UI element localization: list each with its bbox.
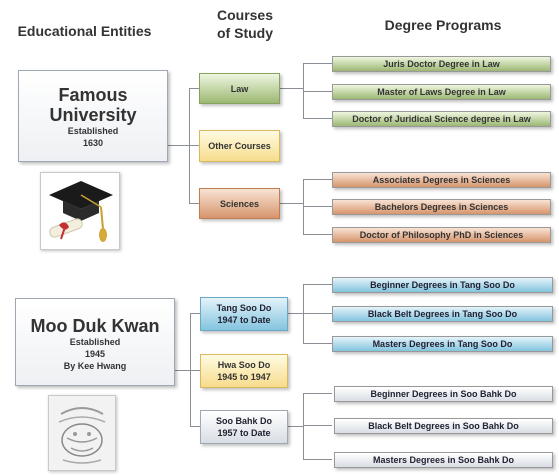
connector: [190, 313, 200, 314]
connector: [303, 459, 332, 460]
connector: [189, 145, 199, 146]
course-hwa-soo-do[interactable]: Hwa Soo Do 1945 to 1947: [200, 354, 288, 388]
course-label-line2: 1957 to Date: [217, 428, 271, 438]
entity-established-label: Established: [67, 126, 119, 136]
connector: [303, 393, 304, 459]
degree-bachelors-sciences[interactable]: Bachelors Degrees in Sciences: [332, 199, 551, 215]
entity-established-year: 1945: [84, 349, 106, 359]
connector: [303, 234, 332, 235]
connector: [303, 63, 332, 64]
connector: [303, 63, 304, 118]
connector: [303, 393, 332, 394]
course-label-line1: Tang Soo Do: [216, 303, 272, 313]
course-other-courses[interactable]: Other Courses: [199, 130, 280, 162]
degree-black-belt-soo-bahk-do[interactable]: Black Belt Degrees in Soo Bahk Do: [334, 418, 553, 434]
connector: [190, 370, 200, 371]
connector: [303, 425, 332, 426]
connector: [303, 343, 332, 344]
entity-famous-university[interactable]: Famous University Established 1630: [18, 70, 168, 162]
entity-name-line1: Famous: [58, 85, 128, 105]
entity-founder: By Kee Hwang: [63, 361, 127, 371]
connector: [190, 426, 200, 427]
header-courses-of-study: Courses of Study: [205, 6, 285, 42]
entity-name-line2: University: [49, 105, 137, 125]
connector: [303, 284, 332, 285]
degree-associates-sciences[interactable]: Associates Degrees in Sciences: [332, 172, 551, 188]
header-educational-entities: Educational Entities: [17, 23, 152, 39]
degree-black-belt-tang-soo-do[interactable]: Black Belt Degrees in Tang Soo Do: [332, 306, 553, 322]
connector: [189, 203, 199, 204]
degree-masters-tang-soo-do[interactable]: Masters Degrees in Tang Soo Do: [332, 336, 553, 352]
course-label: Other Courses: [208, 141, 271, 151]
connector: [287, 313, 303, 314]
connector: [303, 313, 332, 314]
course-label-line2: 1947 to Date: [217, 315, 271, 325]
course-label-line1: Soo Bahk Do: [215, 416, 272, 426]
course-label-line2: 1945 to 1947: [217, 372, 271, 382]
connector: [287, 426, 303, 427]
course-sciences[interactable]: Sciences: [199, 188, 280, 219]
connector: [174, 370, 190, 371]
connector: [279, 88, 303, 89]
connector: [303, 91, 332, 92]
moo-duk-kwan-emblem-icon: [48, 395, 116, 471]
header-courses-line1: Courses: [216, 7, 274, 23]
header-courses-line2: of Study: [217, 25, 273, 41]
degree-phd-sciences[interactable]: Doctor of Philosophy PhD in Sciences: [332, 227, 551, 243]
header-degree-programs: Degree Programs: [384, 17, 502, 33]
degree-master-of-laws[interactable]: Master of Laws Degree in Law: [332, 84, 551, 100]
course-label-line1: Hwa Soo Do: [217, 360, 271, 370]
connector: [303, 118, 332, 119]
degree-beginner-soo-bahk-do[interactable]: Beginner Degrees in Soo Bahk Do: [334, 386, 553, 402]
entity-established-year: 1630: [82, 138, 104, 148]
degree-juris-doctor-law[interactable]: Juris Doctor Degree in Law: [332, 56, 551, 72]
degree-doctor-juridical-science[interactable]: Doctor of Juridical Science degree in La…: [332, 111, 551, 127]
graduation-cap-diploma-icon: [40, 172, 120, 250]
connector: [189, 88, 199, 89]
degree-masters-soo-bahk-do[interactable]: Masters Degrees in Soo Bahk Do: [334, 452, 553, 468]
entity-name: Moo Duk Kwan: [30, 316, 160, 336]
entity-established-label: Established: [69, 337, 121, 347]
entity-moo-duk-kwan[interactable]: Moo Duk Kwan Established 1945 By Kee Hwa…: [15, 298, 175, 386]
course-soo-bahk-do[interactable]: Soo Bahk Do 1957 to Date: [200, 410, 288, 444]
connector: [303, 179, 332, 180]
degree-beginner-tang-soo-do[interactable]: Beginner Degrees in Tang Soo Do: [332, 277, 553, 293]
connector: [303, 206, 332, 207]
course-label: Sciences: [219, 198, 260, 209]
connector: [279, 203, 303, 204]
course-law[interactable]: Law: [199, 73, 280, 104]
connector: [167, 145, 189, 146]
course-tang-soo-do[interactable]: Tang Soo Do 1947 to Date: [200, 297, 288, 331]
connector: [190, 313, 191, 426]
course-label: Law: [230, 83, 249, 94]
